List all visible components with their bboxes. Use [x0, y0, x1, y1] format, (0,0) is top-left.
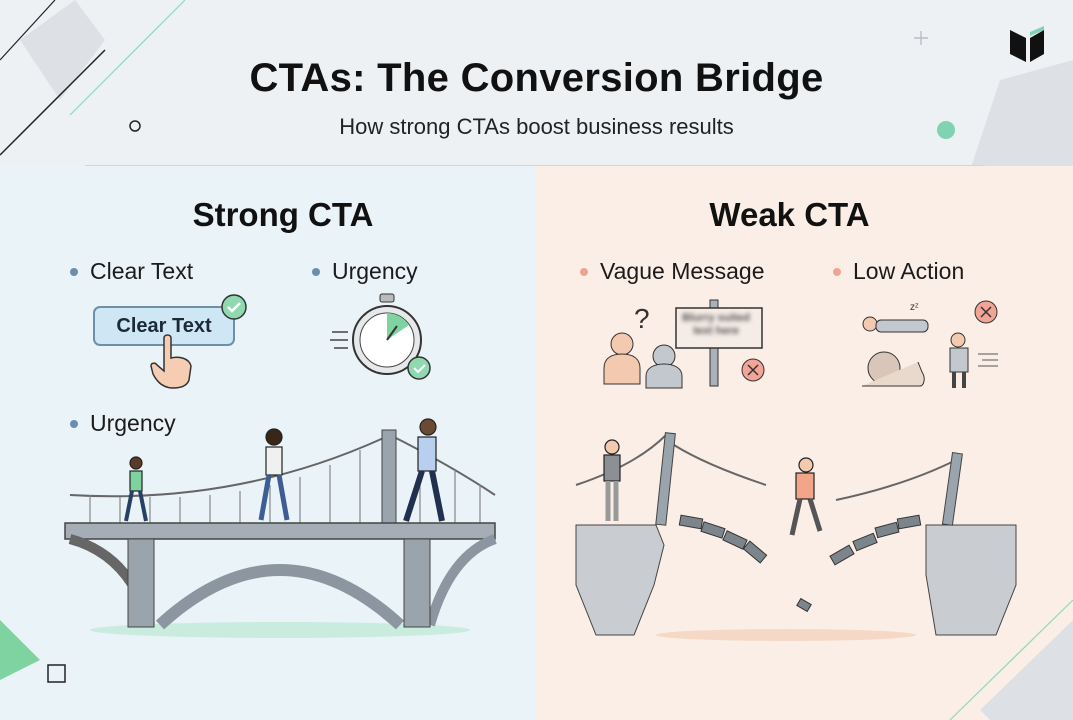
blurry-sign-text: Blurry suited text here	[682, 312, 750, 337]
bullet-dot	[580, 267, 588, 276]
bullet-urgency: Urgency	[312, 258, 418, 285]
page-subtitle: How strong CTAs boost business results	[339, 114, 734, 139]
check-icon	[221, 294, 247, 320]
bullet-dot	[70, 267, 78, 276]
bullet-dot	[833, 267, 841, 276]
strong-cta-heading: Strong CTA	[192, 196, 374, 233]
walking-people	[124, 418, 445, 522]
svg-text:zᶻ: zᶻ	[910, 302, 919, 313]
broken-bridge-illustration	[575, 432, 1017, 641]
decor-top-right	[914, 31, 1073, 170]
page-title: CTAs: The Conversion Bridge	[249, 56, 824, 100]
pointing-hand-icon	[150, 334, 192, 389]
low-action-illustration: zᶻ	[862, 300, 998, 388]
bullet-label: Urgency	[332, 258, 418, 284]
bullet-dot	[70, 419, 78, 428]
bullet-dot	[312, 267, 320, 276]
bullet-label: Urgency	[90, 410, 176, 436]
stopwatch-icon	[330, 293, 431, 380]
bullet-vague-message: Vague Message	[580, 258, 765, 285]
logo-book-icon	[1010, 26, 1044, 62]
divider	[85, 165, 985, 166]
decor-top-left	[0, 0, 186, 156]
confused-people-sign-illustration: ?	[603, 299, 765, 389]
strong-bridge-illustration	[64, 418, 497, 638]
bullet-urgency-2: Urgency	[70, 410, 176, 437]
header	[0, 0, 1073, 166]
weak-cta-heading: Weak CTA	[709, 196, 870, 233]
clear-text-cta-button[interactable]: Clear Text	[93, 306, 235, 346]
bullet-low-action: Low Action	[833, 258, 964, 285]
bullet-label: Clear Text	[90, 258, 194, 284]
bullet-clear-text: Clear Text	[70, 258, 193, 285]
bullet-label: Vague Message	[600, 258, 765, 284]
bullet-label: Low Action	[853, 258, 965, 284]
decor-bottom	[0, 599, 1073, 720]
svg-text:?: ?	[634, 303, 650, 334]
